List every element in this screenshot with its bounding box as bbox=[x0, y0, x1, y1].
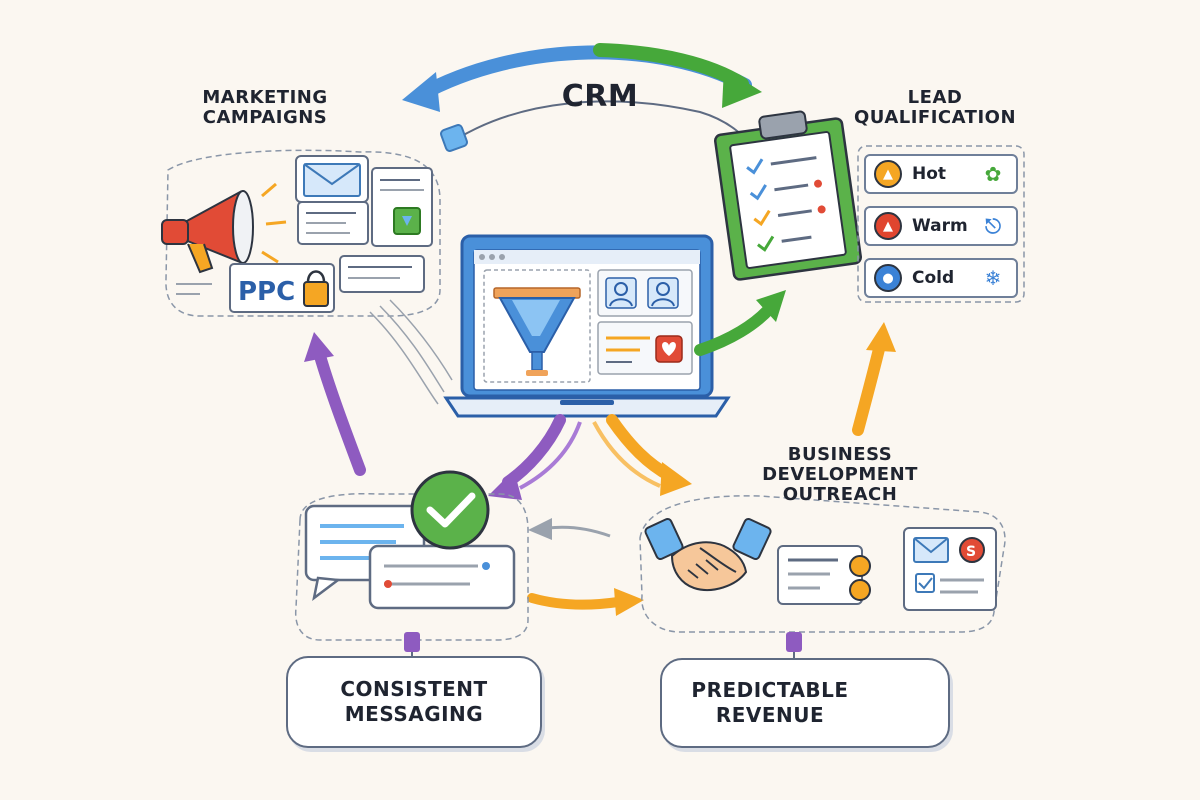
email-checklist-card: S bbox=[903, 527, 997, 611]
sales-funnel-icon bbox=[493, 287, 581, 376]
ppc-ad-card: PPC bbox=[229, 263, 335, 313]
chat-bubble-icon bbox=[368, 544, 516, 610]
checkmark-icon bbox=[410, 470, 490, 550]
tier-warm-label: Warm bbox=[912, 216, 968, 236]
user-icon: ● bbox=[874, 264, 902, 292]
flame-icon: ▲ bbox=[874, 160, 902, 188]
marketing-label-line2: CAMPAIGNS bbox=[202, 107, 328, 129]
messaging-line2: MESSAGING bbox=[344, 702, 484, 726]
handshake-icon bbox=[644, 517, 772, 591]
arrow-outreach-to-qualification bbox=[852, 322, 896, 436]
email-card bbox=[295, 155, 369, 203]
clover-icon: ✿ bbox=[984, 162, 1002, 186]
thermometer-icon: ⎋ bbox=[985, 214, 1001, 238]
note-card bbox=[339, 255, 425, 293]
ppc-label: PPC bbox=[238, 277, 295, 307]
crm-title-text: CRM bbox=[561, 79, 639, 114]
snowflake-icon: ❄ bbox=[984, 266, 1002, 290]
arrow-laptop-to-messaging bbox=[488, 414, 582, 500]
data-stream-lines bbox=[369, 299, 453, 405]
revenue-line1: PREDICTABLE bbox=[691, 678, 849, 702]
messaging-line1: CONSISTENT bbox=[340, 677, 488, 701]
business-development-label: BUSINESS DEVELOPMENT OUTREACH bbox=[740, 444, 940, 506]
crm-title: CRM bbox=[540, 80, 660, 114]
marketing-label-line1: MARKETING bbox=[202, 87, 328, 108]
outreach-cluster: S bbox=[639, 495, 1006, 633]
tier-cold: ● Cold ❄ bbox=[864, 258, 1018, 298]
clipboard-checklist-icon bbox=[713, 110, 863, 281]
revenue-line2: REVENUE bbox=[715, 703, 825, 727]
crm-connector bbox=[440, 100, 748, 152]
qualification-label-line1: LEAD bbox=[907, 87, 963, 108]
campaign-doc bbox=[297, 201, 369, 245]
lead-qualification-label: LEAD QUALIFICATION bbox=[840, 87, 1030, 129]
outreach-label-line3: OUTREACH bbox=[782, 484, 898, 506]
arrow-messaging-to-marketing bbox=[304, 332, 366, 476]
svg-text:S: S bbox=[966, 544, 976, 560]
top-cycle-arrow bbox=[402, 43, 762, 112]
tier-frame bbox=[857, 145, 1025, 303]
contact-avatar-icon bbox=[605, 277, 637, 309]
outreach-label-line1: BUSINESS bbox=[787, 444, 893, 465]
landing-page-card bbox=[371, 167, 433, 247]
qualification-label-line2: QUALIFICATION bbox=[853, 107, 1017, 129]
outreach-label-line2: DEVELOPMENT bbox=[762, 464, 918, 486]
arrow-outreach-to-messaging bbox=[528, 518, 611, 540]
predictable-revenue-pill: PREDICTABLE REVENUE bbox=[660, 658, 950, 748]
messaging-cluster bbox=[294, 470, 529, 641]
heart-icon bbox=[655, 335, 683, 363]
consistent-messaging-pill: CONSISTENT MESSAGING bbox=[286, 656, 542, 748]
marketing-cluster: PPC bbox=[161, 149, 441, 317]
crm-laptop bbox=[443, 234, 731, 418]
contact-card bbox=[777, 545, 871, 605]
arrow-laptop-to-outreach bbox=[592, 414, 692, 496]
arrow-messaging-to-outreach bbox=[527, 588, 644, 616]
megaphone-icon bbox=[161, 182, 287, 274]
outcome-connectors bbox=[404, 632, 802, 660]
tier-hot-label: Hot bbox=[912, 164, 947, 184]
tier-warm: ▲ Warm ⎋ bbox=[864, 206, 1018, 246]
contact-avatar-icon bbox=[647, 277, 679, 309]
arrow-to-qualification bbox=[694, 290, 786, 356]
marketing-campaigns-label: MARKETING CAMPAIGNS bbox=[170, 87, 360, 129]
tier-cold-label: Cold bbox=[912, 268, 955, 288]
thermometer-icon: ▲ bbox=[874, 212, 902, 240]
tier-hot: ▲ Hot ✿ bbox=[864, 154, 1018, 194]
